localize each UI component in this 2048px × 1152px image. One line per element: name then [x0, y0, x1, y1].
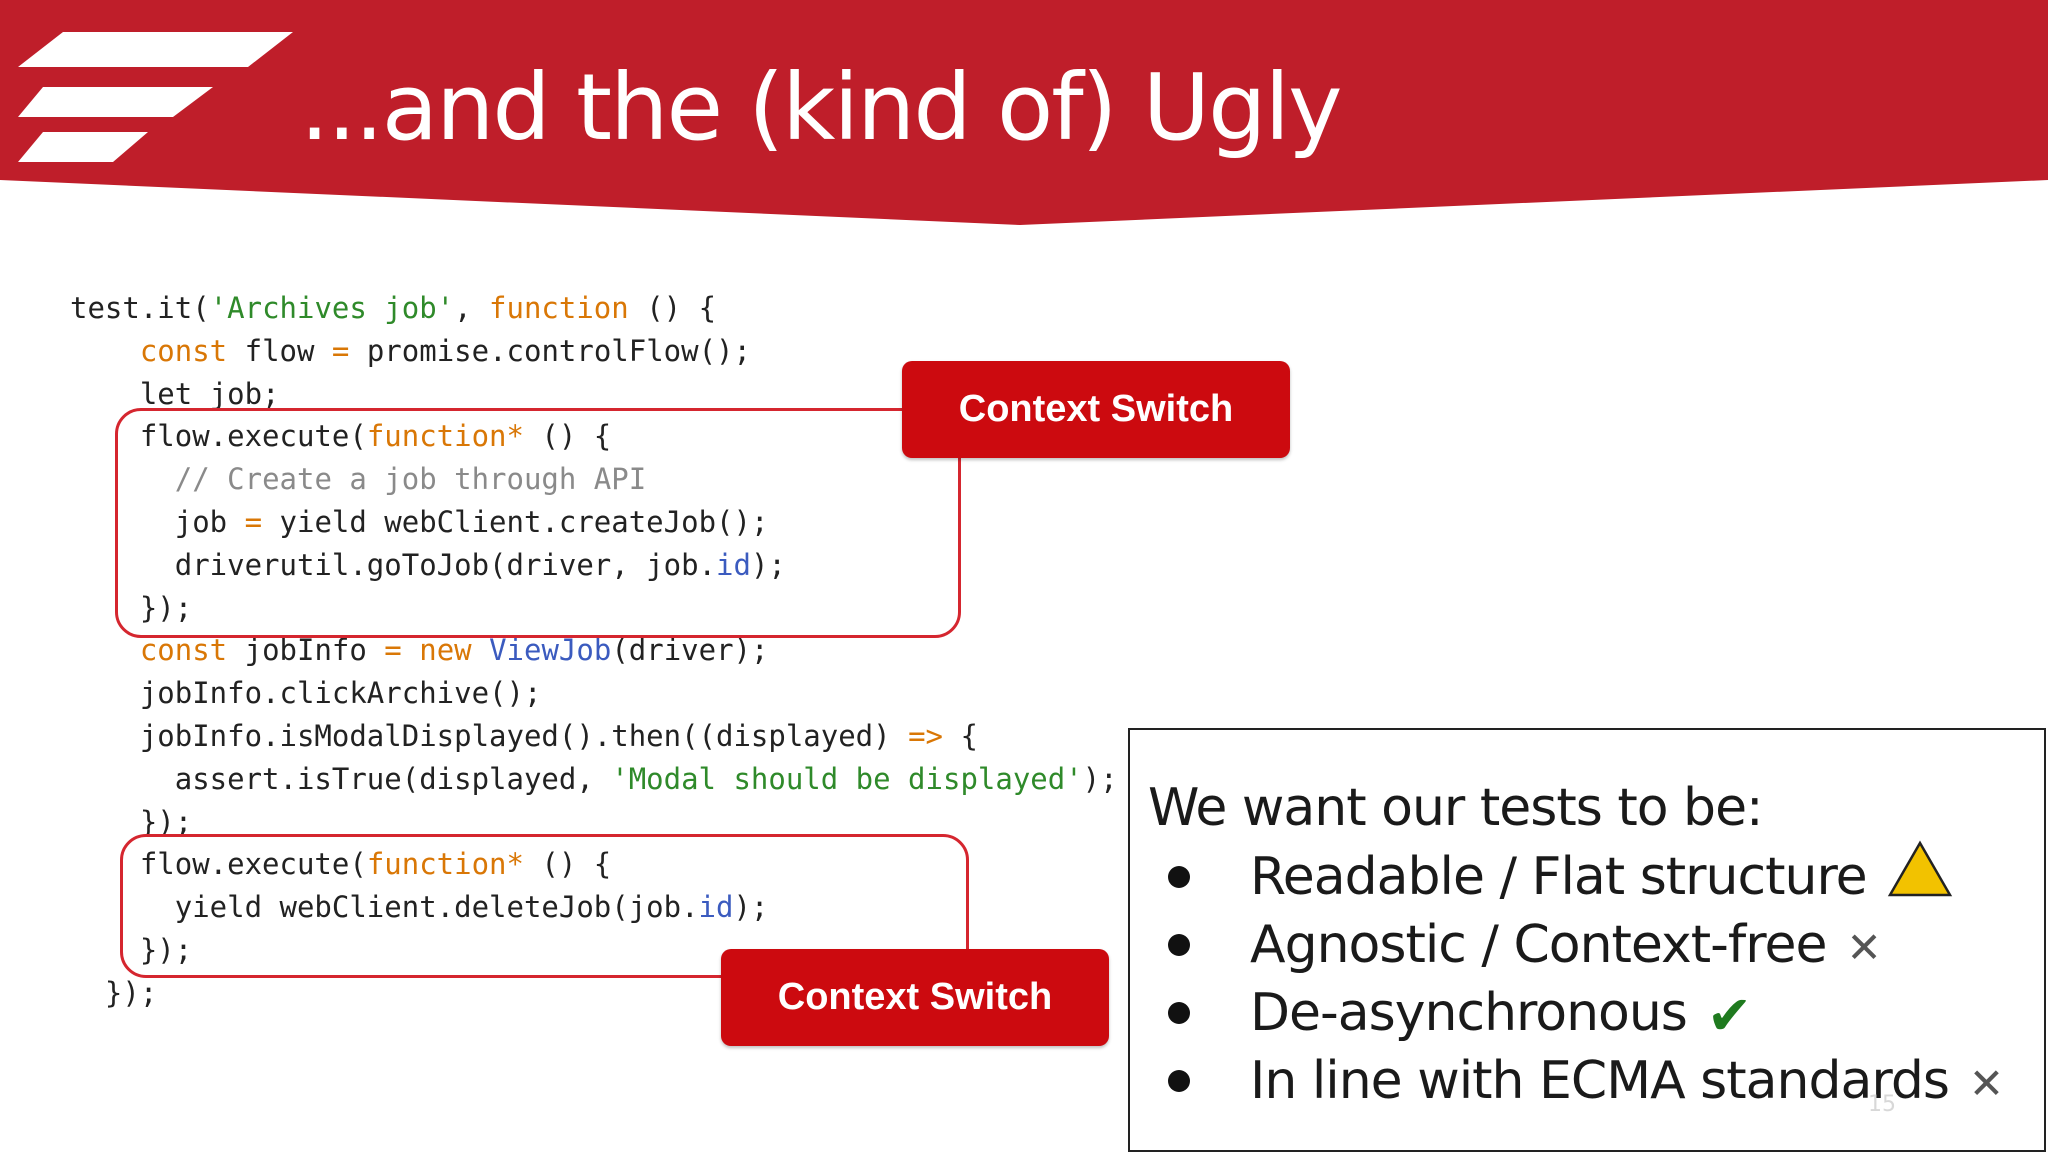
code-line: test.it('Archives job', function () { — [70, 287, 1118, 330]
code-token: jobInfo.clickArchive(); — [70, 676, 542, 711]
code-token: flow.execute( — [70, 419, 367, 454]
code-token: 'Modal should be displayed' — [611, 761, 1083, 796]
code-token: ); — [750, 547, 786, 582]
code-token: ViewJob — [489, 633, 612, 668]
code-token: = — [244, 504, 263, 539]
code-line: jobInfo.clickArchive(); — [70, 672, 1118, 715]
bullet-icon — [1168, 1070, 1190, 1092]
code-line: const flow = promise.controlFlow(); — [70, 330, 1118, 373]
code-token: job — [70, 504, 245, 539]
bullet-icon — [1168, 934, 1190, 956]
code-token: let job; — [70, 376, 280, 411]
code-token: test.it( — [70, 291, 210, 325]
x-mark-icon: ✕ — [1846, 923, 1881, 972]
code-token: }); — [70, 804, 193, 839]
slide-title: ...and the (kind of) Ugly — [300, 54, 1343, 161]
code-token: // Create a job through API — [174, 462, 647, 497]
code-line: driverutil.goToJob(driver, job.id); — [70, 544, 1118, 587]
warning-triangle-icon — [1887, 840, 1952, 897]
code-token: () { — [628, 291, 717, 325]
code-token: ); — [733, 890, 769, 925]
code-token: function* — [366, 419, 524, 454]
bullet-text: Agnostic / Context-free — [1250, 915, 1827, 975]
code-token: 'Archives job' — [209, 291, 455, 325]
header-banner — [0, 0, 2048, 225]
bullet-icon — [1168, 866, 1190, 888]
code-token: , — [454, 291, 490, 325]
requirements-panel: We want our tests to be: Readable / Flat… — [1128, 728, 2046, 1152]
code-token: flow — [227, 333, 332, 368]
code-token: = — [331, 333, 350, 368]
code-token — [402, 633, 419, 667]
code-line: flow.execute(function* () { — [70, 843, 1118, 886]
context-switch-callout-bottom: Context Switch — [721, 949, 1109, 1046]
code-line: yield webClient.deleteJob(job.id); — [70, 886, 1118, 929]
code-line: jobInfo.isModalDisplayed().then((display… — [70, 715, 1118, 758]
code-token — [70, 462, 175, 496]
code-token: () { — [523, 847, 612, 882]
code-token — [70, 633, 140, 667]
code-line: }); — [70, 929, 1118, 972]
code-token: { — [942, 718, 978, 753]
x-mark-icon: ✕ — [1968, 1059, 2004, 1108]
code-token: function* — [366, 847, 524, 882]
code-line: job = yield webClient.createJob(); — [70, 501, 1118, 544]
code-token: driverutil.goToJob(driver, job. — [70, 547, 717, 582]
check-mark-icon: ✔ — [1706, 984, 1752, 1047]
code-token: yield webClient.createJob(); — [262, 504, 769, 539]
bullet-text: Readable / Flat structure — [1250, 847, 1868, 907]
bullet-text: De-asynchronous — [1250, 983, 1688, 1043]
code-token: }); — [70, 975, 158, 1010]
code-token: function — [489, 291, 629, 325]
code-line: }); — [70, 972, 1118, 1015]
code-token: assert.isTrue(displayed, — [70, 761, 612, 796]
code-token: id — [698, 890, 734, 925]
code-token — [472, 633, 489, 667]
bullet-text: In line with ECMA standards — [1250, 1051, 1950, 1111]
code-line: assert.isTrue(displayed, 'Modal should b… — [70, 758, 1118, 801]
code-line: let job; — [70, 373, 1118, 416]
bullet-icon — [1168, 1002, 1190, 1024]
code-token: (driver); — [611, 633, 769, 668]
code-line: flow.execute(function* () { — [70, 415, 1118, 458]
code-token: jobInfo — [227, 633, 385, 668]
panel-title: We want our tests to be: — [1148, 778, 1764, 838]
code-token: }); — [70, 932, 193, 967]
code-token: = — [384, 633, 402, 668]
logo-icon — [18, 32, 293, 162]
slide-number: 15 — [1868, 1092, 1896, 1117]
code-token: id — [716, 547, 751, 582]
code-token: const — [139, 333, 228, 368]
context-switch-callout-top: Context Switch — [902, 361, 1290, 458]
code-token: ); — [1082, 761, 1118, 796]
code-block: test.it('Archives job', function () { co… — [70, 287, 1118, 1015]
code-line: // Create a job through API — [70, 458, 1118, 501]
code-token: yield webClient.deleteJob(job. — [70, 890, 699, 925]
code-token: jobInfo.isModalDisplayed().then((display… — [70, 718, 909, 753]
code-token: const — [139, 633, 228, 668]
code-token: promise.controlFlow(); — [349, 333, 751, 368]
code-token: => — [908, 718, 943, 753]
code-token: }); — [70, 590, 193, 625]
code-token: new — [419, 633, 472, 668]
code-line: }); — [70, 587, 1118, 630]
code-token — [70, 334, 140, 368]
code-token: () { — [523, 419, 612, 454]
code-line: const jobInfo = new ViewJob(driver); — [70, 629, 1118, 672]
code-line: }); — [70, 801, 1118, 844]
code-token: flow.execute( — [70, 847, 367, 882]
